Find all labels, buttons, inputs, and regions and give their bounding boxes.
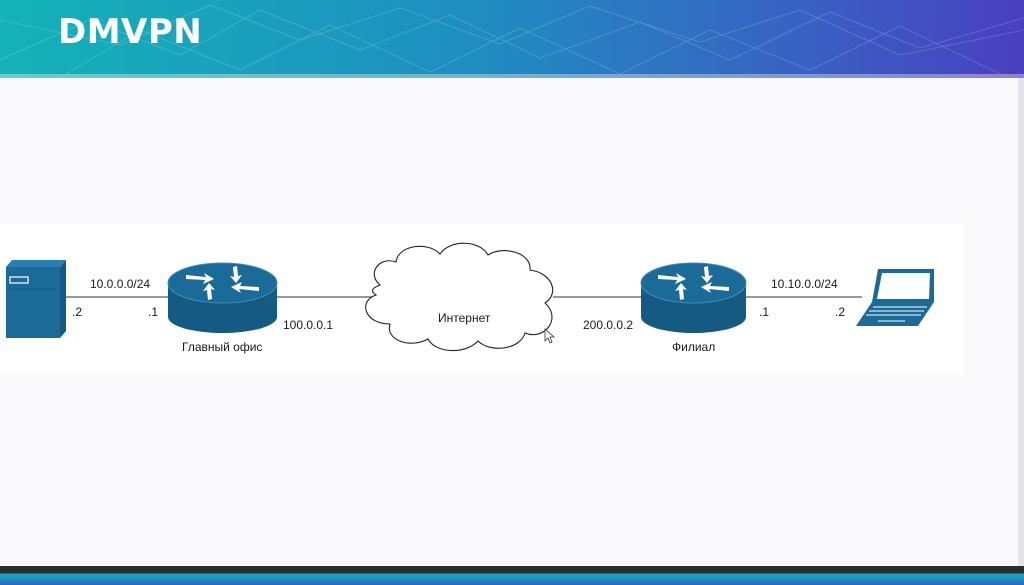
header-mesh-decoration — [0, 4, 1024, 78]
branch-router-icon — [640, 262, 747, 333]
laptop-host-label: .2 — [835, 305, 845, 319]
slide-title: DMVPN — [58, 12, 203, 52]
laptop-icon — [856, 269, 934, 326]
header-divider — [0, 74, 1024, 78]
internet-cloud-icon — [365, 242, 554, 352]
branch-wan-ip-label: 200.0.0.2 — [583, 318, 633, 332]
branch-router-label: Филиал — [672, 340, 715, 354]
hq-wan-ip-label: 100.0.0.1 — [283, 318, 333, 332]
server-host-label: .2 — [72, 305, 82, 319]
network-diagram: 10.0.0.0/24 .2 .1 Главный офис 100.0.0.1… — [0, 223, 964, 375]
hq-router-icon — [167, 262, 278, 333]
mouse-cursor-icon — [544, 328, 556, 344]
hq-router-label: Главный офис — [182, 340, 262, 354]
slide-header: DMVPN — [0, 0, 1024, 78]
branch-lan-interface-label: .1 — [759, 305, 769, 319]
server-network-label: 10.0.0.0/24 — [90, 277, 150, 291]
server-icon — [6, 260, 66, 338]
network-diagram-canvas: 10.0.0.0/24 .2 .1 Главный офис 100.0.0.1… — [6, 242, 934, 354]
hq-lan-interface-label: .1 — [148, 305, 158, 319]
vertical-scrollbar[interactable] — [1018, 78, 1024, 566]
slide-footer-bar — [0, 566, 1024, 585]
cloud-label: Интернет — [438, 311, 491, 325]
laptop-network-label: 10.10.0.0/24 — [771, 277, 838, 291]
